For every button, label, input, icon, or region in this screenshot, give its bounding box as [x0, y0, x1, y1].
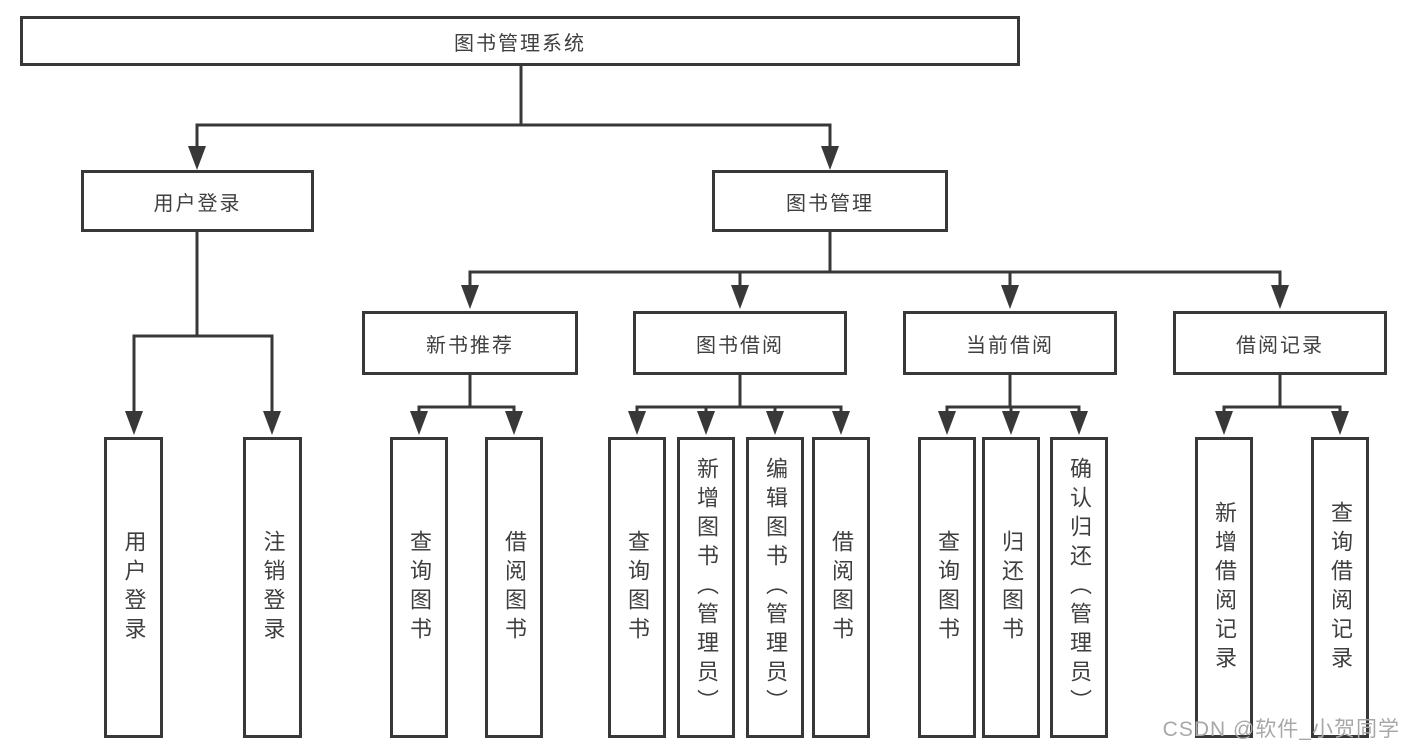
- leaf-query-books-current: 查询图书: [918, 437, 976, 738]
- arrow-head-icon: [628, 411, 646, 435]
- leaf-add-borrow-record: 新增借阅记录: [1195, 437, 1253, 738]
- arrow-head-icon: [821, 146, 839, 170]
- leaf-query-books-borrowing: 查询图书: [608, 437, 666, 738]
- arrow-head-icon: [1331, 411, 1349, 435]
- leaf-borrow-books-recommend: 借阅图书: [485, 437, 543, 738]
- node-borrow-records: 借阅记录: [1173, 311, 1387, 375]
- arrow-head-icon: [125, 411, 143, 435]
- leaf-query-books-recommend: 查询图书: [390, 437, 448, 738]
- arrow-head-icon: [1271, 285, 1289, 309]
- node-current-borrowing: 当前借阅: [903, 311, 1117, 375]
- arrow-head-icon: [1215, 411, 1233, 435]
- arrow-head-icon: [832, 411, 850, 435]
- leaf-user-login: 用户登录: [104, 437, 163, 738]
- leaf-borrow-books-borrowing: 借阅图书: [812, 437, 870, 738]
- leaf-confirm-return-admin: 确认归还（管理员）: [1050, 437, 1108, 738]
- arrow-head-icon: [410, 411, 428, 435]
- arrow-head-icon: [938, 411, 956, 435]
- arrow-head-icon: [731, 285, 749, 309]
- node-new-book-recommend: 新书推荐: [362, 311, 578, 375]
- arrow-head-icon: [1070, 411, 1088, 435]
- leaf-logout: 注销登录: [243, 437, 302, 738]
- leaf-edit-book-admin: 编辑图书（管理员）: [746, 437, 804, 738]
- arrow-head-icon: [188, 146, 206, 170]
- arrow-head-icon: [697, 411, 715, 435]
- leaf-add-book-admin: 新增图书（管理员）: [677, 437, 735, 738]
- arrow-head-icon: [461, 285, 479, 309]
- node-user-login: 用户登录: [81, 170, 314, 232]
- node-book-management: 图书管理: [712, 170, 948, 232]
- arrow-head-icon: [766, 411, 784, 435]
- arrow-head-icon: [1002, 411, 1020, 435]
- node-book-borrowing: 图书借阅: [633, 311, 847, 375]
- leaf-return-book: 归还图书: [982, 437, 1040, 738]
- node-library-management-system: 图书管理系统: [20, 16, 1020, 66]
- watermark-text: CSDN @软件_小贺同学: [1162, 718, 1400, 741]
- arrow-head-icon: [263, 411, 281, 435]
- leaf-query-borrow-record: 查询借阅记录: [1311, 437, 1369, 738]
- arrow-head-icon: [1001, 285, 1019, 309]
- arrow-head-icon: [505, 411, 523, 435]
